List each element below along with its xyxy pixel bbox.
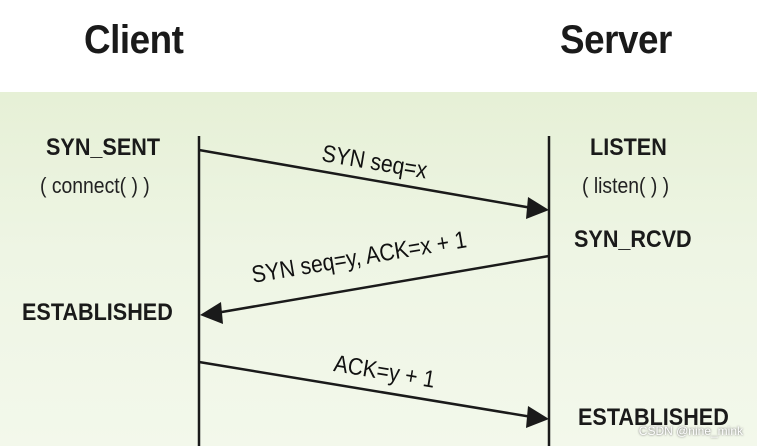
server-state-listen: LISTEN [590,134,667,161]
server-state-syn-rcvd: SYN_RCVD [574,226,692,253]
syn-arrow-line [198,148,533,210]
client-call-connect: ( connect( ) ) [40,173,150,198]
ack-arrowhead [526,406,549,428]
header-area [0,0,757,92]
synack-arrowhead [200,302,223,324]
watermark-text: CSDN @nine_mink [638,424,743,438]
client-state-established: ESTABLISHED [22,299,173,326]
ack-arrow-line [198,360,533,419]
diagram-panel [0,92,757,446]
server-state-established: ESTABLISHED [578,404,729,431]
syn-arrowhead [526,197,549,219]
synack-arrow-line [215,254,550,315]
server-title: Server [560,18,672,62]
server-call-listen: ( listen( ) ) [582,173,670,198]
client-state-syn-sent: SYN_SENT [46,134,161,161]
client-title: Client [84,18,184,62]
